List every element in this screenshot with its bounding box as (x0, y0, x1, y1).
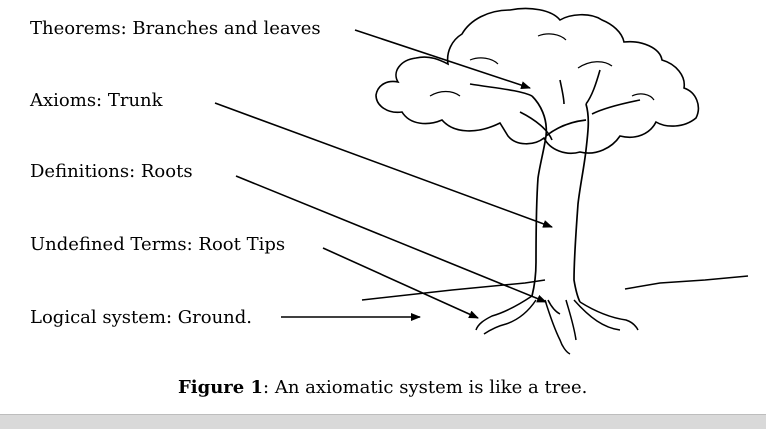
figure-number: Figure 1 (178, 377, 264, 398)
label-axioms: Axioms: Trunk (30, 90, 163, 111)
figure-caption-text: : An axiomatic system is like a tree. (263, 377, 588, 398)
arrow-definitions (235, 175, 547, 303)
bottom-strip (0, 414, 766, 429)
arrow-undefined-terms (322, 247, 479, 319)
tree-trunk (531, 95, 590, 303)
label-theorems: Theorems: Branches and leaves (30, 18, 321, 39)
arrow-axioms (214, 102, 553, 228)
figure-caption: Figure 1: An axiomatic system is like a … (178, 379, 587, 397)
ground-line (361, 275, 749, 301)
label-logical-system: Logical system: Ground. (30, 307, 252, 328)
tree-roots (475, 295, 639, 355)
tree-branches (469, 69, 641, 141)
canopy-detail (429, 33, 655, 101)
tree-canopy (375, 7, 700, 154)
label-undefined-terms: Undefined Terms: Root Tips (30, 234, 286, 255)
arrow-theorems (354, 29, 531, 89)
label-definitions: Definitions: Roots (30, 161, 193, 182)
